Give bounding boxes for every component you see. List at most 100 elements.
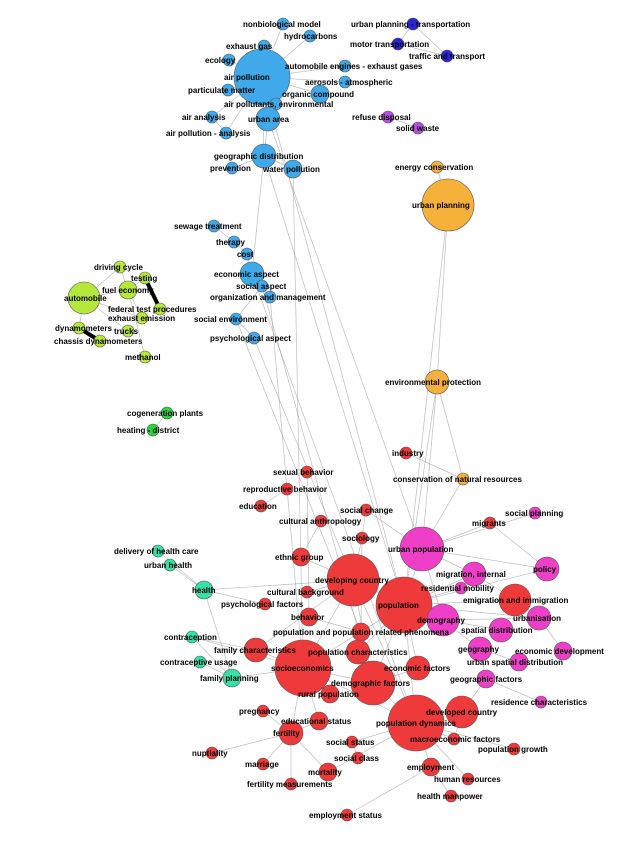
node-geographic-distribution[interactable]	[251, 143, 277, 169]
node-energy-conservation[interactable]	[430, 160, 444, 174]
node-nuptiality[interactable]	[205, 746, 219, 760]
node-automobile-engines[interactable]	[338, 59, 352, 73]
node-cultural-background[interactable]	[300, 585, 314, 599]
node-population[interactable]	[375, 576, 433, 634]
node-developing-country[interactable]	[326, 553, 380, 607]
node-therapy[interactable]	[227, 235, 241, 249]
node-sexual-behavior[interactable]	[300, 465, 314, 479]
node-family-characteristics[interactable]	[243, 637, 269, 663]
node-cost[interactable]	[240, 247, 254, 261]
node-particulate-matter[interactable]	[221, 83, 235, 97]
node-migration-internal[interactable]	[461, 561, 487, 587]
node-contraceptive-usage[interactable]	[193, 655, 207, 669]
node-conservation-natural-resources[interactable]	[456, 472, 470, 486]
node-motor-transportation[interactable]	[391, 37, 405, 51]
node-residence-characteristics[interactable]	[534, 695, 548, 709]
node-fuel-economy[interactable]	[118, 280, 138, 300]
node-geography[interactable]	[467, 636, 493, 662]
node-social-aspect[interactable]	[255, 279, 269, 293]
node-trucks[interactable]	[121, 324, 135, 338]
node-social-environment[interactable]	[229, 312, 243, 326]
node-population-characteristics[interactable]	[345, 639, 371, 665]
node-industry[interactable]	[399, 446, 413, 460]
node-economic-development[interactable]	[553, 641, 573, 661]
node-urbanisation[interactable]	[526, 605, 552, 631]
node-psychological-factors[interactable]	[258, 597, 272, 611]
node-delivery-health-care[interactable]	[151, 544, 165, 558]
node-contraception[interactable]	[185, 630, 199, 644]
node-demographic-factors[interactable]	[350, 660, 396, 706]
node-employment[interactable]	[421, 757, 441, 777]
node-residential-mobility[interactable]	[454, 581, 468, 595]
node-chassis-dynamometers[interactable]	[93, 334, 107, 348]
node-ethnic-group[interactable]	[291, 547, 311, 567]
node-exhaust-emission[interactable]	[135, 311, 149, 325]
node-rural-population[interactable]	[320, 684, 340, 704]
node-fertility-measurements[interactable]	[284, 777, 298, 791]
node-demography[interactable]	[426, 603, 460, 637]
node-developed-country[interactable]	[445, 695, 479, 729]
node-environmental-protection[interactable]	[424, 369, 450, 395]
node-social-class[interactable]	[351, 751, 365, 765]
node-traffic-and-transport[interactable]	[440, 49, 454, 63]
node-solid-waste[interactable]	[411, 121, 425, 135]
node-health-manpower[interactable]	[444, 789, 458, 803]
node-urban-population[interactable]	[399, 526, 445, 572]
node-urban-planning-transport[interactable]	[406, 17, 420, 31]
node-urban-area[interactable]	[255, 106, 281, 132]
node-economic-factors[interactable]	[405, 655, 431, 681]
node-family-planning[interactable]	[222, 668, 242, 688]
node-testing[interactable]	[138, 271, 152, 285]
node-air-pollution[interactable]	[233, 48, 291, 106]
node-urban-planning[interactable]	[421, 178, 475, 232]
node-sociology[interactable]	[355, 531, 369, 545]
node-water-pollution[interactable]	[283, 159, 303, 179]
node-geographic-factors[interactable]	[476, 669, 496, 689]
node-economic-aspect[interactable]	[239, 261, 265, 287]
node-air-pollution-analysis[interactable]	[219, 126, 233, 140]
node-population-growth[interactable]	[507, 742, 521, 756]
node-reproductive-behavior[interactable]	[280, 482, 294, 496]
node-organic-compound[interactable]	[310, 84, 330, 104]
node-mortality[interactable]	[318, 762, 338, 782]
node-behavior[interactable]	[299, 607, 319, 627]
node-social-status[interactable]	[345, 735, 359, 749]
node-sewage-treatment[interactable]	[207, 219, 221, 233]
node-psychological-aspect[interactable]	[247, 331, 261, 345]
node-cogeneration-plants[interactable]	[160, 406, 174, 420]
node-ecology[interactable]	[222, 53, 236, 67]
node-spatial-distribution[interactable]	[488, 617, 514, 643]
node-migrants[interactable]	[483, 516, 497, 530]
node-social-planning[interactable]	[528, 506, 542, 520]
node-urban-spatial-distribution[interactable]	[509, 652, 529, 672]
node-prevention[interactable]	[225, 161, 239, 175]
node-heating-district[interactable]	[146, 423, 160, 437]
node-marriage[interactable]	[256, 757, 270, 771]
node-health[interactable]	[194, 580, 214, 600]
node-nonbiological-model[interactable]	[276, 17, 290, 31]
node-refuse-disposal[interactable]	[381, 110, 395, 124]
node-macroeconomic-factors[interactable]	[447, 732, 461, 746]
node-urban-health[interactable]	[163, 558, 177, 572]
node-federal-test-procedures[interactable]	[153, 302, 167, 316]
node-emigration-immigration[interactable]	[498, 583, 532, 617]
node-policy[interactable]	[534, 556, 560, 582]
node-employment-status[interactable]	[340, 808, 354, 822]
node-driving-cycle[interactable]	[113, 260, 127, 274]
node-cultural-anthropology[interactable]	[314, 514, 328, 528]
node-human-resources[interactable]	[461, 772, 475, 786]
node-methanol[interactable]	[138, 350, 152, 364]
node-population-dynamics[interactable]	[387, 694, 445, 752]
node-aerosols[interactable]	[338, 75, 352, 89]
node-socioeconomics[interactable]	[274, 639, 332, 697]
node-social-change[interactable]	[359, 503, 373, 517]
node-educational-status[interactable]	[309, 711, 329, 731]
node-air-analysis[interactable]	[205, 110, 219, 124]
node-education[interactable]	[254, 499, 268, 513]
node-hydrocarbons[interactable]	[303, 29, 317, 43]
node-automobile[interactable]	[67, 281, 101, 315]
node-dynamometers[interactable]	[72, 321, 86, 335]
node-organization-management[interactable]	[263, 290, 277, 304]
node-pregnancy[interactable]	[256, 704, 270, 718]
node-fertility[interactable]	[278, 720, 304, 746]
